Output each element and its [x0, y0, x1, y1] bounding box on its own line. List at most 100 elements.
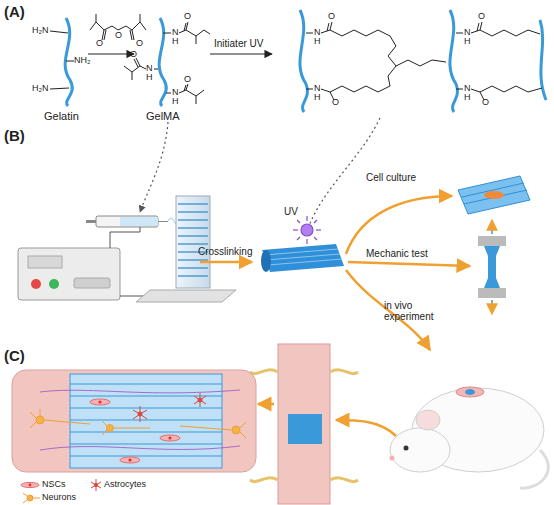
- astrocyte-cell: [198, 398, 202, 402]
- electrospinning-device: [49, 279, 59, 289]
- process-label: Mechanic test: [366, 248, 428, 259]
- process-arrow: [348, 262, 470, 266]
- implant-cylinder: [40, 446, 240, 450]
- crosslink-bond: [388, 36, 396, 86]
- uv-lamp: [314, 220, 317, 223]
- uv-lamp: [301, 224, 313, 236]
- legend-sample: [94, 483, 97, 486]
- atom-label: O: [478, 12, 485, 22]
- uv-lamp: [297, 220, 300, 223]
- uv-lamp: [293, 229, 298, 230]
- syringe: [158, 221, 168, 222]
- nsc-cell: [168, 436, 171, 439]
- tensile-sample: [491, 300, 493, 314]
- atom-label: H: [464, 93, 471, 103]
- astrocyte-cell: [194, 393, 206, 407]
- electrospinning-device: [28, 256, 62, 268]
- panel-letter: (B): [4, 128, 25, 145]
- gelatin-chain: [65, 18, 72, 106]
- neuron-cell: [180, 422, 246, 438]
- chemical-bond: [50, 31, 68, 33]
- process-label: UV: [284, 206, 298, 217]
- tensile-sample: [478, 288, 506, 298]
- collector-plate: [176, 196, 210, 288]
- atom-label: H₂N: [32, 26, 49, 36]
- atom-label: H: [172, 97, 179, 107]
- atom-label: O: [136, 39, 143, 49]
- uv-lamp: [293, 216, 321, 244]
- atom-label: H: [314, 93, 321, 103]
- atom-label: O: [332, 98, 339, 108]
- implant-cylinder: [70, 431, 222, 432]
- cell-culture-tube: [464, 190, 527, 204]
- astrocyte-cell: [133, 393, 206, 422]
- gelma-chain: [159, 18, 166, 106]
- chemical-bond: [163, 22, 210, 44]
- syringe: [86, 216, 168, 227]
- mouse: [416, 410, 440, 430]
- fiber-scaffold: [268, 259, 342, 265]
- gelatin-chain: [65, 18, 72, 106]
- mouse: [390, 387, 549, 488]
- chemical-bond: [166, 84, 204, 104]
- collector-plate: [178, 211, 208, 212]
- implant-cylinder: [70, 384, 222, 456]
- spinal-cord: [288, 414, 322, 444]
- chemical-bond: [50, 31, 74, 89]
- neuron-cell: [36, 416, 44, 424]
- electrospinning-device: [18, 248, 120, 300]
- process-arrow: [200, 261, 252, 264]
- gelma-network-chain: [300, 10, 546, 112]
- legend-sample: [23, 493, 40, 503]
- atom-label: NH₂: [74, 56, 91, 66]
- reaction-condition: Initiater UV: [214, 38, 263, 49]
- collector-plate: [178, 204, 208, 276]
- cell-culture-tube: [462, 183, 527, 204]
- reaction-arrow: [210, 54, 272, 55]
- tensile-sample: [478, 236, 506, 246]
- crosslink-bond: [306, 22, 542, 100]
- mouse: [456, 387, 484, 397]
- atom-label: O: [328, 12, 335, 22]
- nsc-cell: [128, 458, 131, 461]
- fiber-scaffold: [261, 250, 271, 272]
- electrospinning-device: [18, 248, 120, 300]
- syringe: [120, 217, 158, 226]
- legend-sample: [91, 479, 101, 491]
- atom-label: H₂N: [32, 84, 49, 94]
- implant-cylinder: [70, 374, 222, 468]
- neuron-cell: [30, 409, 246, 438]
- uv-lamp: [297, 237, 300, 240]
- reaction-arrow: [88, 54, 134, 55]
- collector-plate: [178, 259, 208, 260]
- gelma-network-chain: [300, 10, 308, 112]
- chemical-bond: [66, 61, 74, 62]
- mouse: [390, 428, 450, 472]
- chemical-bond: [50, 88, 69, 89]
- reaction-arrow: [88, 53, 134, 54]
- reaction-arrow: [210, 53, 272, 54]
- collector-plate: [136, 290, 236, 302]
- spinal-cord: [250, 370, 358, 482]
- legend-sample: [29, 484, 32, 487]
- nsc-cell: [98, 400, 101, 403]
- fiber-scaffold: [266, 254, 340, 260]
- atom-label: O: [482, 98, 489, 108]
- legend-text: NSCs: [42, 479, 66, 489]
- astrocyte-cell: [138, 412, 142, 416]
- implant-cylinder: [40, 390, 240, 393]
- anhydride-structure: [96, 14, 140, 22]
- nsc-cell: [90, 399, 110, 405]
- wire: [110, 227, 170, 296]
- atom-label: O: [115, 31, 122, 41]
- uv-lamp: [306, 216, 307, 221]
- anhydride-structure: [90, 14, 146, 40]
- nsc-cell: [160, 435, 180, 441]
- syringe: [86, 220, 96, 223]
- uv-lamp: [306, 239, 307, 244]
- legend-sample: [23, 493, 40, 503]
- legend-text: Astrocytes: [104, 479, 146, 489]
- panel-letter: (A): [4, 4, 25, 21]
- chemical-bond: [124, 58, 158, 80]
- mouse: [465, 389, 475, 395]
